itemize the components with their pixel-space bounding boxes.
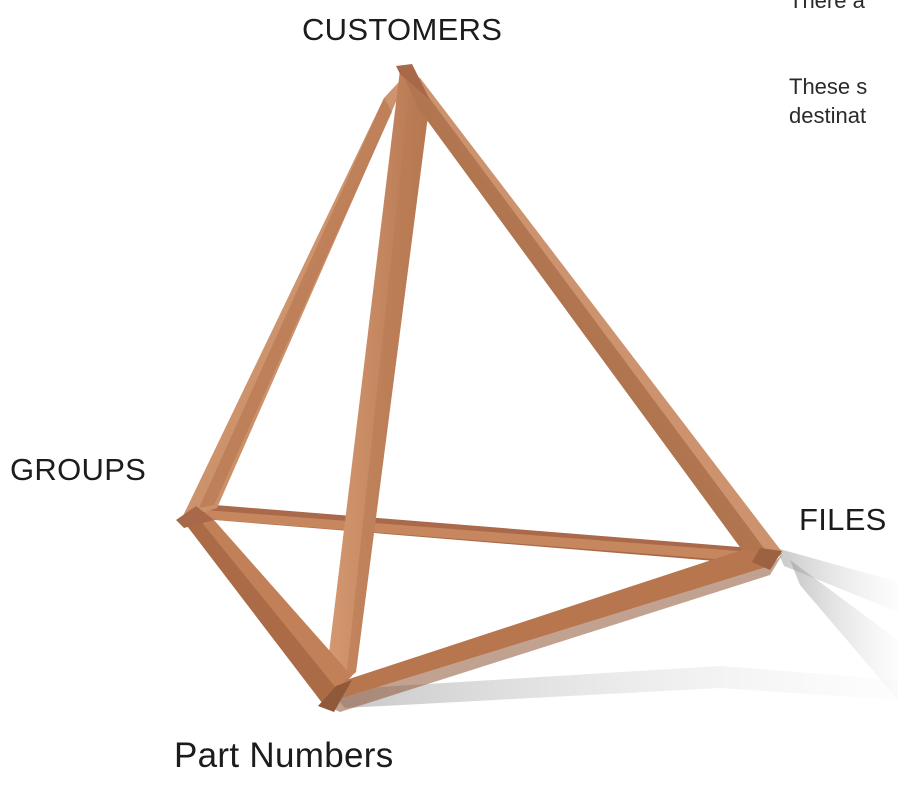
vertex-label-bottom: Part Numbers (174, 738, 394, 773)
side-text-line: destinat (789, 103, 866, 129)
vertex-label-right: FILES (799, 504, 887, 535)
vertex-label-top: CUSTOMERS (302, 14, 502, 45)
side-text-line: These s (789, 74, 867, 100)
side-text-line: There a (789, 0, 865, 14)
vertex-label-left: GROUPS (10, 454, 146, 485)
